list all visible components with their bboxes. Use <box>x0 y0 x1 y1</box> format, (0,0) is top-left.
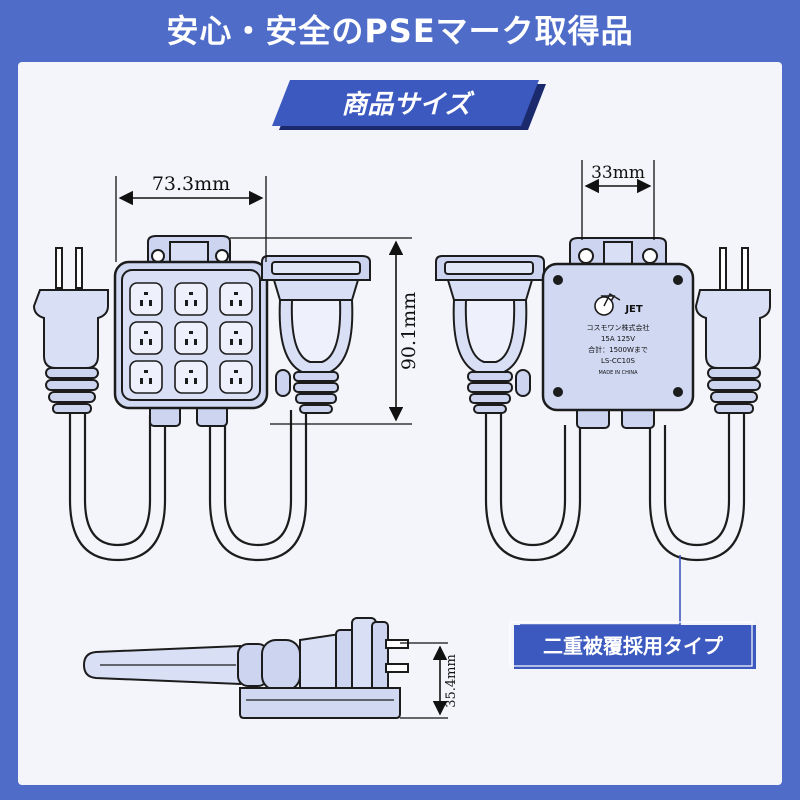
depth-label: 33mm <box>591 163 645 183</box>
label-company: コスモワン株式会社 <box>587 323 650 332</box>
height-dimension: 90.1mm <box>230 237 420 425</box>
page-title: 安心・安全のPSEマーク取得品 <box>166 12 634 50</box>
header-bar: 安心・安全のPSEマーク取得品 <box>0 0 800 58</box>
side-view <box>82 617 409 719</box>
outlet-grid <box>129 282 253 394</box>
width-label: 73.3mm <box>152 173 230 195</box>
label-rating: 15A 125V <box>601 335 635 343</box>
section-banner: 商品サイズ <box>272 80 546 130</box>
label-total: 合計：1500Wまで <box>588 345 648 354</box>
section-title: 商品サイズ <box>341 90 474 120</box>
rating-label: JET コスモワン株式会社 15A 125V 合計：1500Wまで LS-CC1… <box>587 304 650 376</box>
callout: 二重被覆採用タイプ <box>509 555 756 669</box>
label-model: LS-CC10S <box>601 357 636 365</box>
front-view <box>32 235 371 562</box>
jet-mark: JET <box>624 304 643 315</box>
depth-dimension: 33mm <box>581 160 655 240</box>
thickness-dimension: 35.4mm <box>400 642 459 719</box>
label-origin: MADE IN CHINA <box>598 370 638 376</box>
callout-text: 二重被覆採用タイプ <box>543 634 724 658</box>
thickness-label: 35.4mm <box>444 654 459 708</box>
width-dimension: 73.3mm <box>115 173 267 262</box>
height-label: 90.1mm <box>398 292 420 370</box>
back-view <box>435 237 771 562</box>
